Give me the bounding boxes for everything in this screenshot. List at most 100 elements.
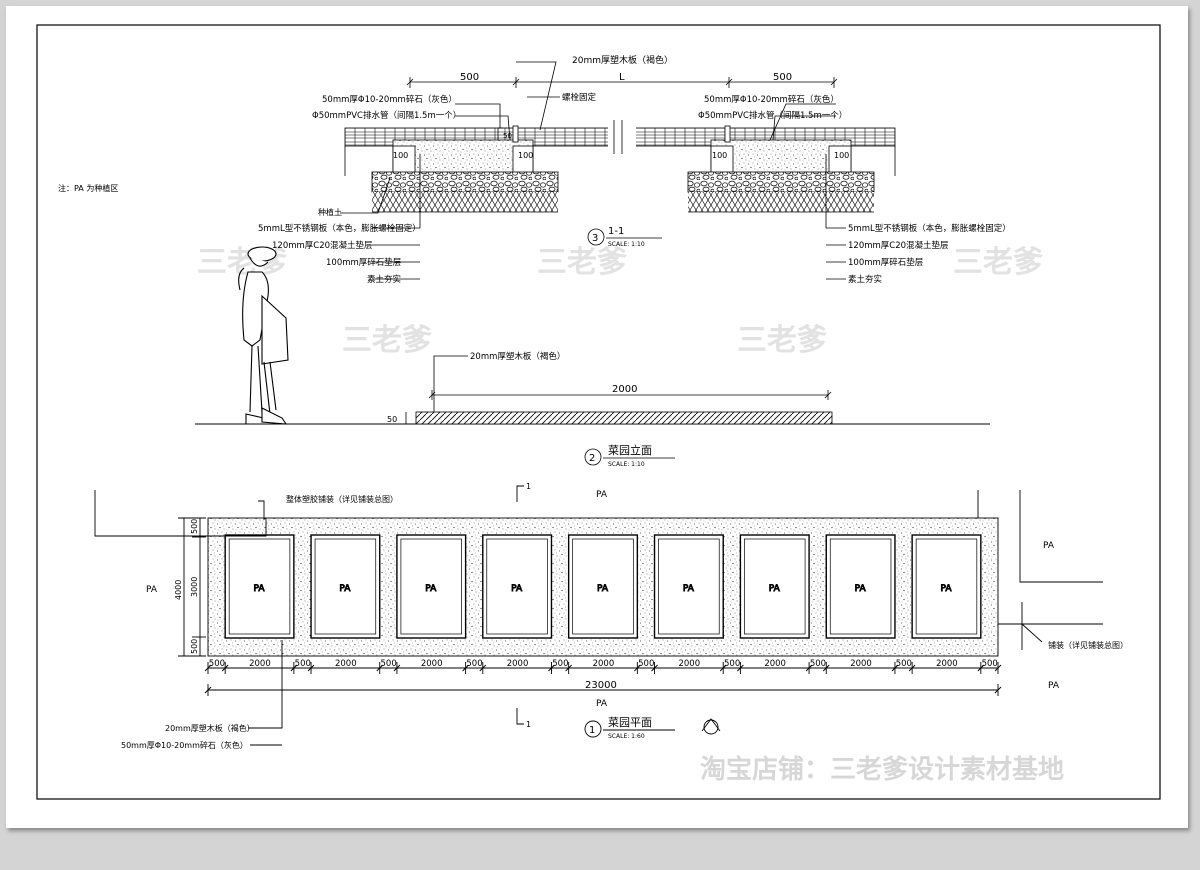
bed-edge <box>314 538 377 635</box>
plan-dim-text: 2000 <box>249 659 271 669</box>
elevation-title-num: 2 <box>589 453 595 464</box>
elevation <box>405 355 833 466</box>
planting-soil-label: 种植土 <box>318 207 342 217</box>
plan-dim-text: 2000 <box>764 659 786 669</box>
br-label-4: 素土夯实 <box>848 274 882 285</box>
right-gravel-base <box>687 171 875 193</box>
right-gravel-block <box>710 139 852 175</box>
dim-slash <box>719 664 727 672</box>
section-scale: SCALE: 1:10 <box>608 241 645 248</box>
dim-slash <box>977 664 985 672</box>
left-label-1: 50mm厚Φ10-20mm碎石（灰色） <box>322 94 457 105</box>
elevation-scale: SCALE: 1:10 <box>608 461 645 468</box>
right-label-1: 50mm厚Φ10-20mm碎石（灰色） <box>704 94 839 105</box>
elevation-label: 20mm厚塑木板（褐色） <box>470 351 565 362</box>
planting-bed: PA <box>911 534 982 639</box>
plan-title-marker <box>584 720 602 738</box>
planting-bed: PA <box>739 534 810 639</box>
pa-right-bottom: PA <box>1048 681 1060 691</box>
plan-dim-text: 500 <box>982 659 998 669</box>
timber-board <box>415 411 833 425</box>
planting-bed: PA <box>825 534 896 639</box>
right-earth <box>688 192 874 212</box>
dim-slash <box>479 664 487 672</box>
plan-dim-text: 2000 <box>936 659 958 669</box>
plan-dim-text: 500 <box>209 659 225 669</box>
bed-label: PA <box>254 584 266 594</box>
elevation-title-marker <box>584 448 602 466</box>
plan-dim-text: 500 <box>295 659 311 669</box>
bed-frame <box>825 534 896 639</box>
elevation-height: 50 <box>387 415 397 424</box>
plan-title-num: 1 <box>589 725 595 736</box>
bed-label: PA <box>425 584 437 594</box>
north-arrow-icon <box>703 719 719 735</box>
planting-bed: PA <box>310 534 381 639</box>
elevation-text: 20mm厚塑木板（褐色） 2000 50 2 菜园立面 SCALE: 1:10 <box>387 351 652 468</box>
small-dim-c: 100 <box>712 151 727 160</box>
planting-bed: PA <box>653 534 724 639</box>
planting-bed: PA <box>482 534 553 639</box>
pa-left: PA <box>146 585 158 595</box>
bed-label: PA <box>855 584 867 594</box>
drawing-sheet: 三老爹 三老爹 三老爹 三老爹 三老爹 <box>6 6 1188 828</box>
dim-slash <box>565 664 572 672</box>
right-label-2: Φ50mmPVC排水管（间隔1.5m一个） <box>698 110 847 121</box>
br-label-1: 5mmL型不锈钢板（本色，膨胀螺栓固定） <box>848 223 1011 234</box>
left-label-2: Φ50mmPVC排水管（间隔1.5m一个） <box>312 110 461 121</box>
dim-slash <box>822 664 830 672</box>
bed-frame <box>911 534 982 639</box>
section-mark-top: 1 <box>526 482 531 491</box>
vdim-bottom: 500 <box>190 639 199 654</box>
plan-dim-text: 2000 <box>507 659 529 669</box>
plan-dim-text: 500 <box>638 659 654 669</box>
plan-dim-text: 2000 <box>678 659 700 669</box>
watermark-4: 三老爹 <box>342 323 432 358</box>
planting-bed: PA <box>224 534 295 639</box>
footer-watermark: 淘宝店铺：三老爹设计素材基地 <box>700 754 1064 785</box>
watermark-2: 三老爹 <box>537 245 627 280</box>
section-title: 1-1 <box>608 226 624 237</box>
bl-label-2: 120mm厚C20混凝土垫层 <box>272 240 373 251</box>
small-dim-d: 100 <box>834 151 849 160</box>
bed-label: PA <box>769 584 781 594</box>
bed-label: PA <box>511 584 523 594</box>
bed-edge <box>228 538 291 635</box>
plan-dim-text: 500 <box>381 659 397 669</box>
plan-bottom-label-1: 20mm厚塑木板（褐色） <box>165 723 255 733</box>
plan-dim-text: 2000 <box>850 659 872 669</box>
dim-left-500: 500 <box>460 72 479 83</box>
dim-slash <box>548 664 555 672</box>
section-1-1 <box>340 61 896 280</box>
bed-frame <box>224 534 295 639</box>
plan-dim-text: 2000 <box>421 659 443 669</box>
bed-edge <box>744 538 806 635</box>
dim-slash <box>634 664 641 672</box>
left-earth <box>372 192 558 212</box>
plan-dim-text: 2000 <box>593 659 615 669</box>
dim-slash <box>204 664 212 672</box>
dim-slash <box>307 664 315 672</box>
bed-label: PA <box>683 584 695 594</box>
section-title-num: 3 <box>592 233 598 244</box>
small-dim-a: 100 <box>393 151 408 160</box>
br-label-2: 120mm厚C20混凝土垫层 <box>848 240 949 251</box>
dim-slash <box>290 664 298 672</box>
total-dim: 23000 <box>585 680 617 691</box>
vdim-mid: 3000 <box>190 577 199 597</box>
dim-right-500: 500 <box>773 72 792 83</box>
drawing-border <box>36 24 1161 800</box>
human-figure <box>238 246 289 425</box>
bl-label-1: 5mmL型不锈钢板（本色，膨胀螺栓固定） <box>258 223 421 234</box>
bed-edge <box>915 538 978 635</box>
plan-scale: SCALE: 1:60 <box>608 733 645 740</box>
bed-frame <box>396 534 467 639</box>
dim-slash <box>805 664 813 672</box>
dim-slash <box>393 664 401 672</box>
vdim-total: 4000 <box>174 580 183 600</box>
plan-right-note: 铺装（详见铺装总图） <box>1048 640 1128 650</box>
bed-edge <box>486 538 548 635</box>
plan-dim-text: 500 <box>810 659 826 669</box>
bed-frame <box>739 534 810 639</box>
br-label-3: 100mm厚碎石垫层 <box>848 257 923 268</box>
